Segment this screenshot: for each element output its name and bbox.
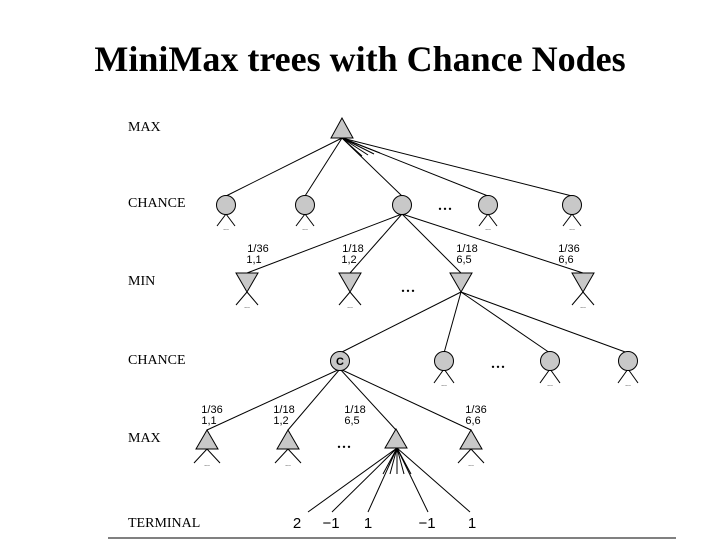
probability-label: 1/18 xyxy=(273,404,294,416)
small-ellipses: ... ... ... ... ... ... ... ... ... ... … xyxy=(204,225,631,468)
tree-nodes xyxy=(195,116,638,450)
min-node xyxy=(449,272,473,293)
probability-label: 1/36 xyxy=(201,404,222,416)
small-ellipsis: ... xyxy=(244,303,250,310)
min-node xyxy=(571,272,595,293)
min-node xyxy=(338,272,362,293)
chance-node-c xyxy=(330,351,350,371)
chance-node xyxy=(618,351,638,371)
chance-node xyxy=(540,351,560,371)
chance-node-c-label: C xyxy=(336,356,344,368)
small-ellipsis: ... xyxy=(285,461,291,468)
bottom-probability-labels: 1/36 1,1 1/18 1,2 1/18 6,5 1/36 6,6 xyxy=(201,404,486,427)
roll-label: 6,6 xyxy=(465,415,480,427)
small-ellipsis: ... xyxy=(441,381,447,388)
probability-label: 1/18 xyxy=(344,404,365,416)
max-node-root xyxy=(330,116,354,139)
terminal-value: 2 xyxy=(293,515,301,532)
probability-label: 1/36 xyxy=(465,404,486,416)
max-node xyxy=(276,429,300,450)
small-ellipsis: ... xyxy=(547,381,553,388)
probability-label: 1/18 xyxy=(342,243,363,255)
max-node xyxy=(384,428,408,449)
small-ellipsis: ... xyxy=(302,225,308,232)
small-ellipsis: ... xyxy=(625,381,631,388)
roll-label: 6,5 xyxy=(456,254,471,266)
chance-node xyxy=(392,195,412,215)
level-label-max-top: MAX xyxy=(128,120,161,135)
level-label-min: MIN xyxy=(128,274,156,289)
top-probability-labels: 1/36 1,1 1/18 1,2 1/18 6,5 1/36 6,6 xyxy=(246,243,579,266)
roll-label: 1,2 xyxy=(273,415,288,427)
roll-label: 6,5 xyxy=(344,415,359,427)
terminal-value: −1 xyxy=(418,515,435,532)
roll-label: 6,6 xyxy=(558,254,573,266)
small-ellipsis: ... xyxy=(204,461,210,468)
probability-label: 1/36 xyxy=(247,243,268,255)
small-ellipsis: ... xyxy=(347,303,353,310)
terminal-values: 2 −1 1 −1 1 xyxy=(293,515,476,532)
chance-node xyxy=(478,195,498,215)
max-node xyxy=(195,429,219,450)
small-ellipsis: ... xyxy=(569,225,575,232)
min-node xyxy=(235,272,259,293)
terminal-value: −1 xyxy=(322,515,339,532)
small-ellipsis: ... xyxy=(580,303,586,310)
page-title: MiniMax trees with Chance Nodes xyxy=(94,39,626,79)
chance-node xyxy=(434,351,454,371)
probability-label: 1/18 xyxy=(456,243,477,255)
small-ellipsis: ... xyxy=(468,461,474,468)
roll-label: 1,1 xyxy=(201,415,216,427)
roll-label: 1,1 xyxy=(246,254,261,266)
terminal-value: 1 xyxy=(364,515,372,532)
small-ellipsis: ... xyxy=(223,225,229,232)
max-node xyxy=(459,429,483,450)
roll-label: 1,2 xyxy=(341,254,356,266)
small-ellipsis: ... xyxy=(485,225,491,232)
level-label-max-bottom: MAX xyxy=(128,431,161,446)
level-label-terminal: TERMINAL xyxy=(128,516,201,531)
ellipsis-chance-top: ... xyxy=(438,193,453,215)
chance-node xyxy=(562,195,582,215)
chance-node xyxy=(216,195,236,215)
ellipsis-max-bottom: ... xyxy=(337,431,352,453)
tree-edges xyxy=(108,137,676,539)
ellipsis-chance-bottom: ... xyxy=(491,351,506,373)
level-label-chance-top: CHANCE xyxy=(128,196,186,211)
level-label-chance-bottom: CHANCE xyxy=(128,353,186,368)
ellipsis-min: ... xyxy=(401,275,416,297)
terminal-value: 1 xyxy=(468,515,476,532)
probability-label: 1/36 xyxy=(558,243,579,255)
chance-node xyxy=(295,195,315,215)
